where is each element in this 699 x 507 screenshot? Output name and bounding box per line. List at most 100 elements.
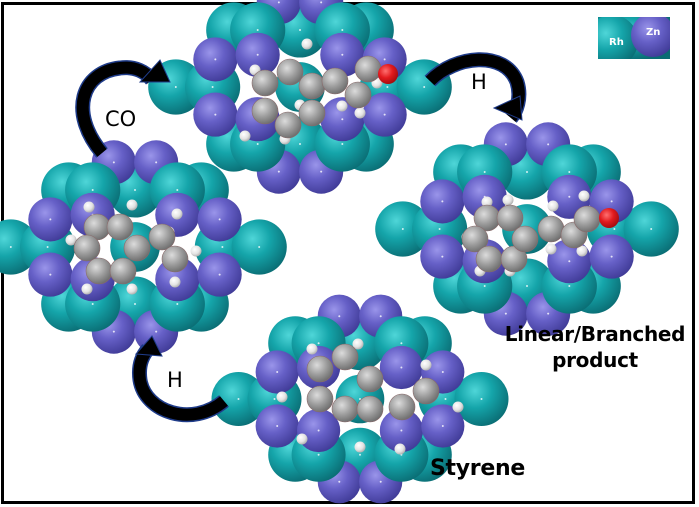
atom-center-dot	[317, 342, 320, 345]
hydrogen-atom	[352, 338, 364, 350]
atom-center-dot	[341, 143, 344, 146]
arrow-hydrogenation-top	[424, 52, 527, 123]
adsorbed-molecule	[239, 38, 398, 145]
hydrogen-atom	[502, 194, 514, 206]
atom-center-dot	[134, 303, 136, 306]
atom-center-dot	[341, 53, 344, 56]
carbon-atom	[148, 223, 176, 251]
atom-center-dot	[400, 342, 403, 345]
arrowhead-icon	[134, 335, 163, 357]
atom-center-dot	[273, 398, 276, 400]
adsorbed-molecule	[461, 190, 619, 277]
carbon-atom	[461, 225, 489, 253]
atom-center-dot	[320, 170, 323, 173]
carbon-atom	[306, 385, 334, 413]
oxygen-atom	[599, 208, 619, 228]
atom-center-dot	[438, 228, 441, 230]
hydrogen-atom	[481, 196, 493, 208]
atom-center-dot	[91, 188, 94, 191]
atom-center-dot	[218, 218, 221, 221]
atom-center-dot	[568, 170, 571, 173]
atom-center-dot	[49, 273, 52, 276]
carbon-atom	[73, 234, 101, 262]
atom-center-dot	[383, 113, 386, 116]
atom-center-dot	[383, 58, 386, 61]
legend-rh-sphere	[598, 17, 638, 59]
legend-label-rh: Rh	[609, 37, 624, 48]
atom-center-dot	[610, 200, 613, 203]
atom-center-dot	[256, 53, 259, 56]
atom-center-dot	[423, 86, 426, 88]
carbon-atom	[276, 58, 304, 86]
product-label: Linear/Branched product	[497, 321, 693, 373]
atom-center-dot	[237, 398, 240, 400]
atom-center-dot	[568, 285, 571, 288]
hydrogen-atom	[83, 201, 95, 213]
atom-center-dot	[401, 228, 404, 230]
carbon-atom	[274, 111, 302, 139]
hydrogen-atom	[65, 234, 77, 246]
atom-center-dot	[568, 195, 571, 198]
hydrogen-atom	[547, 200, 559, 212]
step-label-h-top: H	[471, 70, 487, 94]
atom-center-dot	[341, 28, 344, 31]
atom-center-dot	[526, 170, 528, 173]
carbon-atom	[123, 234, 151, 262]
hydrogen-atom	[420, 359, 432, 371]
atom-center-dot	[49, 218, 52, 221]
arrow-co-insertion	[75, 59, 171, 158]
atom-center-dot	[386, 86, 389, 88]
atom-center-dot	[444, 398, 447, 400]
step-label-h-bottom: H	[167, 368, 183, 392]
hydrogen-atom	[452, 401, 464, 413]
hydrogen-atom	[126, 283, 138, 295]
carbon-atom	[298, 72, 326, 100]
carbon-atom	[331, 395, 359, 423]
atom-center-dot	[379, 315, 382, 318]
atom-center-dot	[176, 188, 179, 191]
hydrogen-atom	[354, 441, 366, 453]
atom-center-dot	[441, 425, 444, 427]
carbon-atom	[356, 395, 384, 423]
atom-center-dot	[214, 113, 217, 116]
atom-center-dot	[341, 118, 344, 121]
hydrogen-atom	[190, 245, 202, 257]
atom-center-dot	[9, 246, 12, 248]
atom-center-dot	[214, 58, 217, 61]
hydrogen-atom	[354, 107, 366, 119]
carbon-atom	[306, 355, 334, 383]
atom-center-dot	[379, 480, 382, 483]
atom-center-dot	[277, 170, 280, 173]
carbon-atom	[161, 245, 189, 273]
atom-center-dot	[441, 200, 444, 203]
atom-center-dot	[134, 188, 136, 191]
atom-center-dot	[547, 143, 550, 146]
carbon-atom	[354, 55, 382, 83]
atom-center-dot	[441, 255, 444, 258]
cluster-styrene-h	[0, 140, 287, 354]
hydrogen-atom	[276, 391, 288, 403]
atom-center-dot	[299, 143, 301, 146]
atom-center-dot	[218, 273, 221, 276]
legend-label-zn: Zn	[646, 27, 661, 38]
atom-center-dot	[155, 330, 158, 333]
atom-center-dot	[276, 371, 279, 373]
hydrogen-atom	[301, 38, 313, 50]
atom-center-dot	[46, 246, 49, 248]
atom-center-dot	[338, 480, 341, 483]
adsorbed-molecule	[276, 338, 464, 455]
atom-center-dot	[276, 425, 279, 427]
atom-center-dot	[258, 246, 261, 248]
atom-center-dot	[91, 303, 94, 306]
step-label-co: CO	[105, 107, 137, 131]
carbon-atom	[537, 215, 565, 243]
hydrogen-atom	[578, 190, 590, 202]
adsorbed-molecule	[65, 199, 202, 295]
atom-center-dot	[441, 371, 444, 373]
cluster-styrene-adsorbed	[211, 294, 509, 504]
hydrogen-atom	[169, 276, 181, 288]
carbon-atom	[251, 69, 279, 97]
atom-center-dot	[317, 429, 320, 432]
hydrogen-atom	[296, 433, 308, 445]
carbon-atom	[331, 343, 359, 371]
